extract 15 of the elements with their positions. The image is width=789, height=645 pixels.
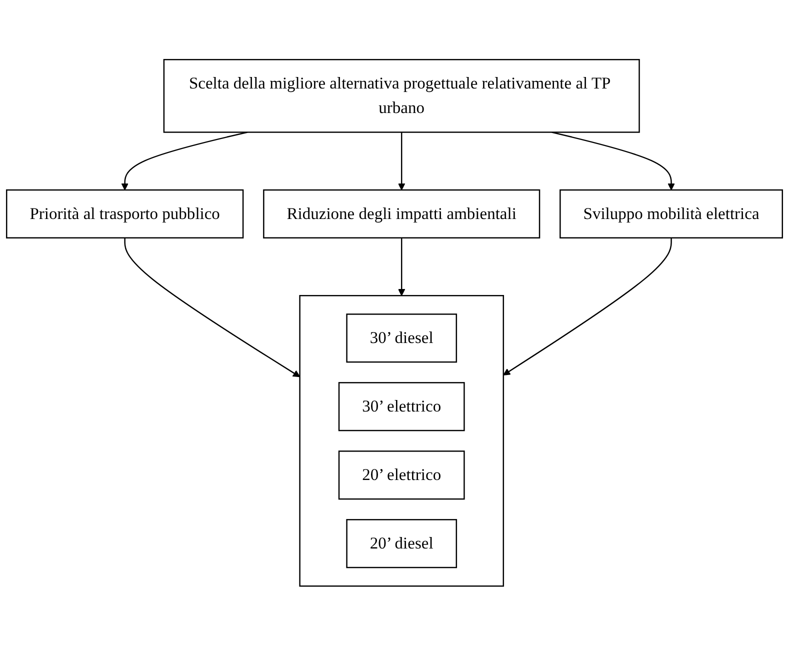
node-box: Priorità al trasporto pubblico (6, 189, 244, 238)
arrow (124, 238, 300, 377)
cluster (299, 294, 504, 586)
arrow (398, 132, 406, 190)
arrow (503, 238, 672, 376)
node-box: Scelta della migliore alternativa progettuale relativamente al TP urbano (163, 58, 640, 132)
arrow (398, 238, 406, 296)
node-box: 20’ elettrico (338, 450, 465, 500)
arrow (121, 131, 248, 190)
arrow (552, 131, 675, 190)
node-box: 30’ elettrico (338, 382, 465, 431)
node-box: 30’ diesel (346, 313, 458, 362)
node-box: Sviluppo mobilità elettrica (560, 189, 783, 238)
node-box: Riduzione degli impatti ambientali (263, 189, 540, 238)
node-box: 20’ diesel (346, 518, 458, 568)
